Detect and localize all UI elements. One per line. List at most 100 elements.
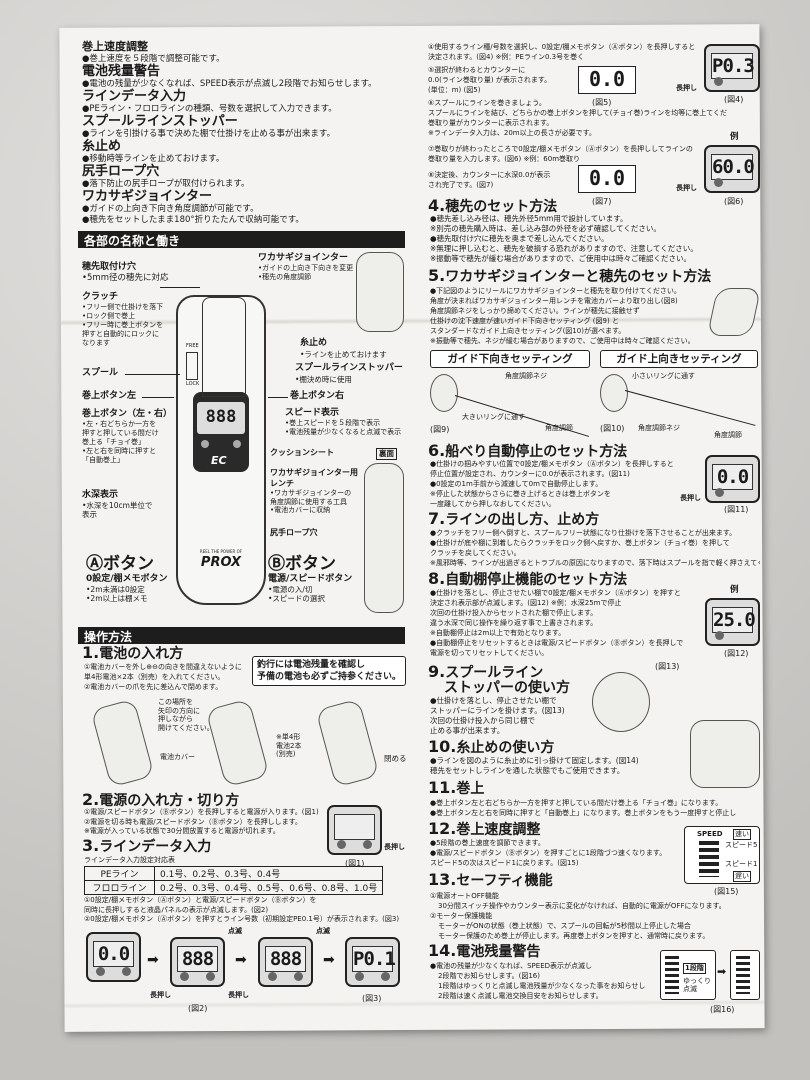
label-desc: 押すと自動的にロックに [82,330,159,338]
label-title: 水深表示 [82,490,119,500]
section-7-title: 7.ラインの出し方、止め方 [428,511,599,529]
lcd-screen: 0.0 [93,941,134,967]
fig-caption: (図16) [710,1005,735,1014]
label-desc: 押すと押している間だけ [82,429,159,437]
label-close: 閉める [384,754,407,763]
text-line: ●5段階の巻上速度を調節できます。 [430,839,545,847]
text-line: ②モーター保護機能 [430,912,493,920]
section-header-operation: 操作方法 [78,627,405,644]
text-line: 0.0(ライン巻取り量) が表示されます。 [428,76,552,84]
a-button[interactable] [337,840,346,849]
section-number: 12. [428,819,457,838]
lcd-screen [334,814,375,840]
text-line: 角度が決まればワカサギジョインター用レンチを電池カバーより取り出し(図8) [430,297,678,305]
b-button[interactable] [233,440,241,448]
text-line: ●仕掛けの掴みやすい位置で0設定/棚メモボタン（Ⓐボタン）を長押しすると [430,460,674,468]
fig-caption: (図15) [714,887,739,896]
fig-caption: (図1) [345,859,365,868]
label-button-left: 巻上ボタン左 [82,391,137,401]
feature-desc: ●落下防止の尻手ロープが取付けられます。 [82,179,250,189]
note-line: ※単4形 [276,733,301,741]
display-fig4: P0.3 [704,44,760,92]
label-desc: •フリー時に巻上ボタンを [82,321,164,329]
a-button[interactable] [715,488,724,497]
text-line: ●ラインを図のように糸止めに引っ掛けて固定します。(図14) [430,756,639,765]
text-line: 電源を切ってリセットしてください。 [430,649,549,657]
section-title: ラインデータ入力 [99,839,212,855]
b-button[interactable] [122,967,131,976]
speed5-label: スピード5 [725,841,758,849]
label-title: 巻上ボタン（左・右） [82,409,173,419]
notice-line: 予備の電池も必ずご持参ください。 [257,672,402,682]
text-line: (単位：m) (図5) [428,86,481,94]
label-title: ボタン [103,554,154,574]
section-number: 13. [428,870,457,889]
feature-desc: ●穂先をセットしたまま180°折りたたんで収納可能です。 [82,215,304,225]
label-desc: 巻上る「チョイ巻」 [82,438,145,446]
press-label: 長押し [150,991,171,999]
text-line: ●仕掛けが底や棚に到着したらクラッチをロック側へ戻すか、巻上ボタン（チョイ巻）を… [430,539,730,547]
a-button[interactable] [355,972,364,981]
speed-bars [736,956,750,994]
b-button[interactable] [294,972,303,981]
b-button[interactable] [206,972,215,981]
label-desc: •ロック側で巻上 [82,312,136,320]
label-back: 裏面 [376,448,397,460]
table-cell: フロロライン [84,880,155,895]
a-button[interactable] [715,631,724,640]
lcd-screen: 888 [265,946,306,972]
section-10-title: 10.糸止めの使い方 [428,739,554,757]
label-desc: •2m未満は0設定 [86,585,145,594]
a-button[interactable] [96,967,105,976]
press-label: 長押し [228,991,249,999]
label-desc: •ワカサギジョインターの [270,489,352,497]
section-number: 2. [82,790,100,809]
text-line: 決定されます。(図4) ※例：PEライン0.3号を巻く [428,53,585,61]
display-fig1 [327,805,382,855]
stage1-label: 1段階 [683,963,706,974]
label-battery-cover: 電池カバー [160,753,195,761]
label-angle-adjust: 角度調節 [714,431,742,439]
label-spool-stopper: スプールラインストッパー•棚決め時に使用 [295,363,403,385]
text-line: ●自動棚停止をリセットするときは電源/スピードボタン（Ⓑボタン）を長押しで [430,639,684,647]
line-stop-illustration [690,720,760,788]
b-button[interactable] [363,840,372,849]
fast-label: 速い [733,829,751,840]
battery-notice-box: 釣行には電池残量を確認し予備の電池も必ずご持参ください。 [252,656,407,686]
fig-caption: (図3) [362,994,382,1003]
reel-illustration [600,374,628,412]
a-button[interactable] [268,972,277,981]
label-line: 点滅 [683,985,697,993]
section-13-title: 13.セーフティ機能 [428,870,553,890]
b-button[interactable] [381,972,390,981]
label-spool: スプール [82,368,119,378]
text-line: ①電池カバーを外し⊕⊖の向きを間違えないように [84,663,242,671]
section-10-text: ●ラインを図のように糸止めに引っ掛けて固定します。(図14)穂先をセットしライン… [430,756,639,776]
slow-blink-label: ゆっくり点滅 [683,977,711,993]
feature-desc: ●巻上速度を５段階で調整可能です。 [82,54,225,64]
slow-label: 遅い [733,871,751,882]
text-line: ●穂先差し込み径は、穂先外径5mm用で設計しています。 [430,214,628,223]
a-button[interactable] [201,440,209,448]
label-desc: •電池カバーに収納 [270,506,331,514]
section-number: 6. [428,441,446,460]
display-step: P0.1 [345,937,400,987]
section-header-parts: 各部の名称と働き [78,231,405,248]
section-5-text: ●下記図のようにリールにワカサギジョインターと穂先を取り付けてください。角度が決… [430,286,695,346]
section-number: 3. [82,836,100,855]
section-8-text: ●仕掛けを落とし、停止させたい棚で0設定/棚メモボタン（Ⓐボタン）を押すと決定さ… [430,588,683,658]
a-button[interactable] [714,77,723,86]
clutch-lever[interactable] [186,352,198,380]
a-button[interactable] [180,972,189,981]
blink-label: 点滅 [228,927,242,935]
fig-caption: (図4) [724,95,744,104]
text-line: 止める事が出来ます。 [430,726,505,735]
joint-illustration [356,252,404,332]
label-desc: •2m以上は棚メモ [86,594,148,603]
arrow-right-icon: ➡ [717,965,727,978]
text-line: スタンダードなガイド上向きセッティング(図10)が選べます。 [430,327,626,335]
fig-caption: (図13) [655,662,680,671]
a-button[interactable] [714,178,723,187]
